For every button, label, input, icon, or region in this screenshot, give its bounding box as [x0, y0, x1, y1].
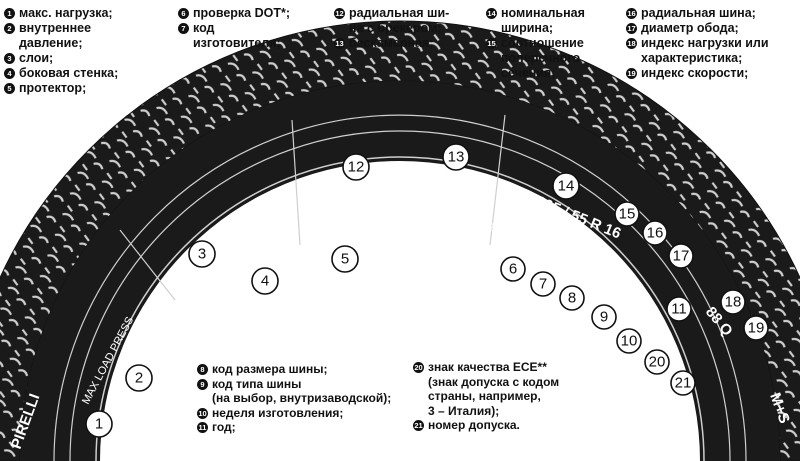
- svg-text:10: 10: [621, 333, 638, 350]
- callout-18: 18: [720, 289, 746, 315]
- svg-text:4: 4: [261, 273, 269, 290]
- callout-21: 21: [670, 370, 696, 396]
- svg-text:16: 16: [647, 225, 664, 242]
- svg-text:3: 3: [198, 246, 206, 263]
- callout-11: 11: [666, 296, 692, 322]
- callout-1: 1: [85, 410, 113, 438]
- callout-19: 19: [743, 315, 769, 341]
- callout-2: 2: [125, 364, 153, 392]
- tubeless-marking: tubeless: [423, 180, 472, 194]
- svg-text:6: 6: [509, 261, 517, 278]
- svg-text:13: 13: [448, 149, 465, 166]
- svg-text:15: 15: [619, 206, 636, 223]
- callout-12: 12: [342, 153, 370, 181]
- callout-8: 8: [559, 285, 585, 311]
- radial-marking: RADIAL: [355, 182, 397, 194]
- callout-20: 20: [644, 349, 670, 375]
- svg-text:8: 8: [568, 290, 576, 307]
- svg-text:17: 17: [673, 248, 690, 265]
- svg-text:18: 18: [725, 294, 742, 311]
- callout-9: 9: [591, 304, 617, 330]
- callout-17: 17: [668, 243, 694, 269]
- callout-6: 6: [500, 256, 526, 282]
- svg-text:9: 9: [600, 309, 608, 326]
- svg-text:2: 2: [135, 370, 143, 387]
- svg-text:21: 21: [675, 375, 692, 392]
- callout-10: 10: [616, 328, 642, 354]
- svg-text:20: 20: [649, 354, 666, 371]
- svg-text:7: 7: [539, 276, 547, 293]
- svg-text:1: 1: [95, 416, 103, 433]
- callout-3: 3: [188, 240, 216, 268]
- svg-text:5: 5: [341, 251, 349, 268]
- svg-text:12: 12: [348, 159, 365, 176]
- svg-text:11: 11: [671, 301, 687, 318]
- callout-13: 13: [442, 143, 470, 171]
- callout-5: 5: [331, 245, 359, 273]
- tire-sidewall-band: [20, 81, 780, 461]
- callout-15: 15: [614, 201, 640, 227]
- callout-14: 14: [552, 172, 580, 200]
- callout-16: 16: [642, 220, 668, 246]
- svg-text:19: 19: [748, 320, 765, 337]
- callout-7: 7: [530, 271, 556, 297]
- callout-4: 4: [251, 267, 279, 295]
- callouts: 1 2 3 4 5 6 7 8 9 10 11 12 13 14 15 16 1…: [85, 143, 769, 438]
- svg-text:14: 14: [558, 178, 575, 195]
